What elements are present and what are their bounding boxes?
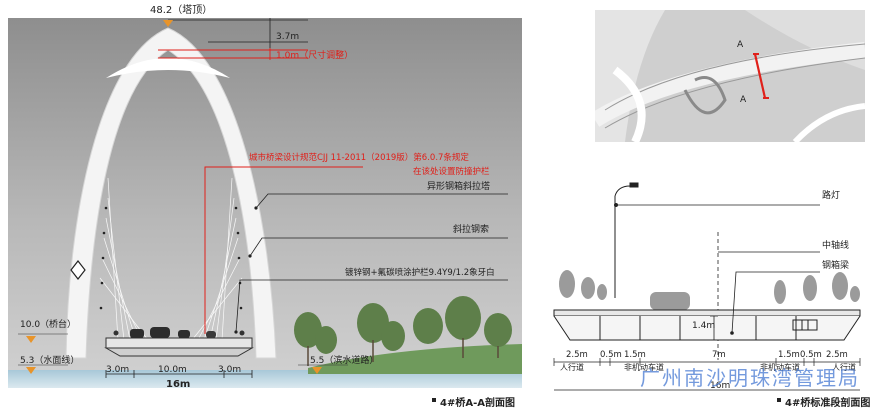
top-dimensions bbox=[168, 18, 308, 48]
callout-axis: 中轴线 bbox=[822, 241, 850, 251]
silhouettes bbox=[559, 270, 860, 310]
bottom-dim-2: 0.5m bbox=[600, 350, 622, 360]
code-note-line1: 城市桥梁设计规范CJJ 11-2011（2019版）第6.0.7条规定 bbox=[249, 153, 469, 163]
left-section-drawing bbox=[8, 18, 522, 388]
street-lamp bbox=[614, 182, 639, 298]
right-caption-bullet bbox=[777, 398, 781, 402]
bottom-dim-6: 0.5m bbox=[800, 350, 822, 360]
bottom-dim-4: 7m bbox=[712, 350, 726, 360]
diamond-marker bbox=[70, 260, 86, 280]
adjust-dimension bbox=[158, 48, 308, 60]
section-mark-a-bottom: A bbox=[740, 95, 747, 105]
callout-girder: 钢箱梁 bbox=[822, 261, 850, 271]
bottom-dim-7: 2.5m bbox=[826, 350, 848, 360]
height-dimension bbox=[710, 315, 718, 341]
steel-box-girder bbox=[553, 309, 861, 341]
code-note-leader bbox=[204, 166, 363, 334]
watermark: 广州南沙明珠湾管理局 bbox=[640, 366, 860, 390]
code-note-line2: 在该处设置防撞护栏 bbox=[413, 167, 490, 177]
level-markers bbox=[26, 20, 322, 374]
lane-sidewalk-left: 人行道 bbox=[560, 363, 584, 372]
bottom-dim-5: 1.5m bbox=[778, 350, 800, 360]
callout-lamp: 路灯 bbox=[822, 191, 841, 201]
water-level: 5.3（水面线） bbox=[20, 356, 80, 366]
water-surface bbox=[8, 370, 522, 388]
width-dimensions bbox=[105, 370, 253, 378]
right-section-svg bbox=[553, 182, 861, 391]
path-level: 5.5（滨水道路） bbox=[310, 356, 379, 366]
height-dim-label: 1.4m bbox=[692, 321, 716, 331]
right-caption: 4#桥标准段剖面图 bbox=[785, 398, 871, 409]
total-width-left: 16m bbox=[166, 379, 191, 390]
deck-level: 10.0（桥台） bbox=[20, 320, 77, 330]
tower-top-level: 48.2（塔顶） bbox=[150, 5, 213, 16]
right-section-drawing bbox=[540, 180, 876, 400]
callout-railing: 镀锌钢+氟碳喷涂护栏9.4Y9/1.2象牙白 bbox=[345, 268, 495, 278]
bridge-deck bbox=[104, 327, 254, 357]
width-dim-right: 3.0m bbox=[218, 365, 242, 375]
key-plan bbox=[590, 10, 866, 145]
lane-bike-right: 非机动车道 bbox=[760, 363, 800, 372]
total-width-right: 16m bbox=[710, 381, 731, 391]
callout-cable: 斜拉钢索 bbox=[453, 225, 490, 235]
callout-leaders bbox=[235, 193, 508, 333]
left-section-svg bbox=[8, 18, 522, 388]
dim-adjust: 1.0m（尺寸调整） bbox=[276, 51, 354, 61]
lane-sidewalk-right: 人行道 bbox=[832, 363, 856, 372]
bottom-dim-3: 1.5m bbox=[624, 350, 646, 360]
left-caption-bullet bbox=[432, 398, 436, 402]
lane-bike-left: 非机动车道 bbox=[624, 363, 664, 372]
anchor-points bbox=[99, 206, 243, 310]
section-mark-a-top: A bbox=[737, 40, 744, 50]
left-caption: 4#桥A-A剖面图 bbox=[440, 398, 515, 409]
width-dim-middle: 10.0m bbox=[158, 365, 187, 375]
dim-top: 3.7m bbox=[276, 32, 300, 42]
key-plan-svg bbox=[590, 10, 866, 145]
width-dim-left: 3.0m bbox=[106, 365, 130, 375]
green-bank bbox=[308, 344, 522, 374]
trees bbox=[294, 296, 512, 354]
right-callout-leaders bbox=[616, 204, 820, 334]
arch-tower bbox=[65, 27, 277, 359]
bottom-dim-1: 2.5m bbox=[566, 350, 588, 360]
callout-tower: 异形钢箱斜拉塔 bbox=[427, 182, 491, 192]
bottom-dimensions bbox=[553, 358, 861, 391]
